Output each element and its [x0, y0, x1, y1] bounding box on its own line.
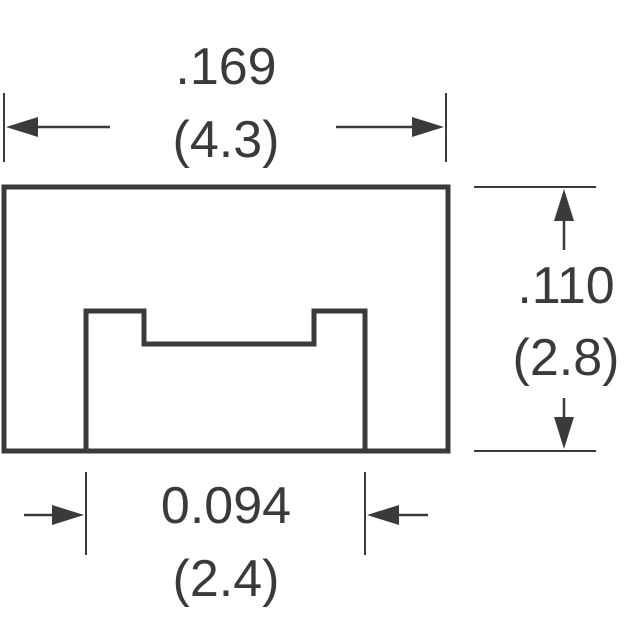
width-arrow-left-icon — [6, 117, 38, 137]
width-inches-label: .169 — [175, 38, 276, 96]
width-mm-label: (4.3) — [173, 111, 280, 169]
terminal-profile — [83, 308, 368, 451]
height-arrow-down-icon — [554, 417, 574, 449]
width-arrow-right-icon — [412, 117, 444, 137]
span-inches-label: 0.094 — [161, 477, 291, 535]
height-mm-label: (2.8) — [513, 329, 620, 387]
package-body-outline — [1, 184, 451, 454]
height-arrow-up-icon — [554, 189, 574, 221]
span-arrow-left-icon — [367, 505, 399, 525]
span-mm-label: (2.4) — [173, 550, 280, 608]
span-arrow-right-icon — [52, 505, 84, 525]
height-inches-label: .110 — [517, 257, 614, 315]
